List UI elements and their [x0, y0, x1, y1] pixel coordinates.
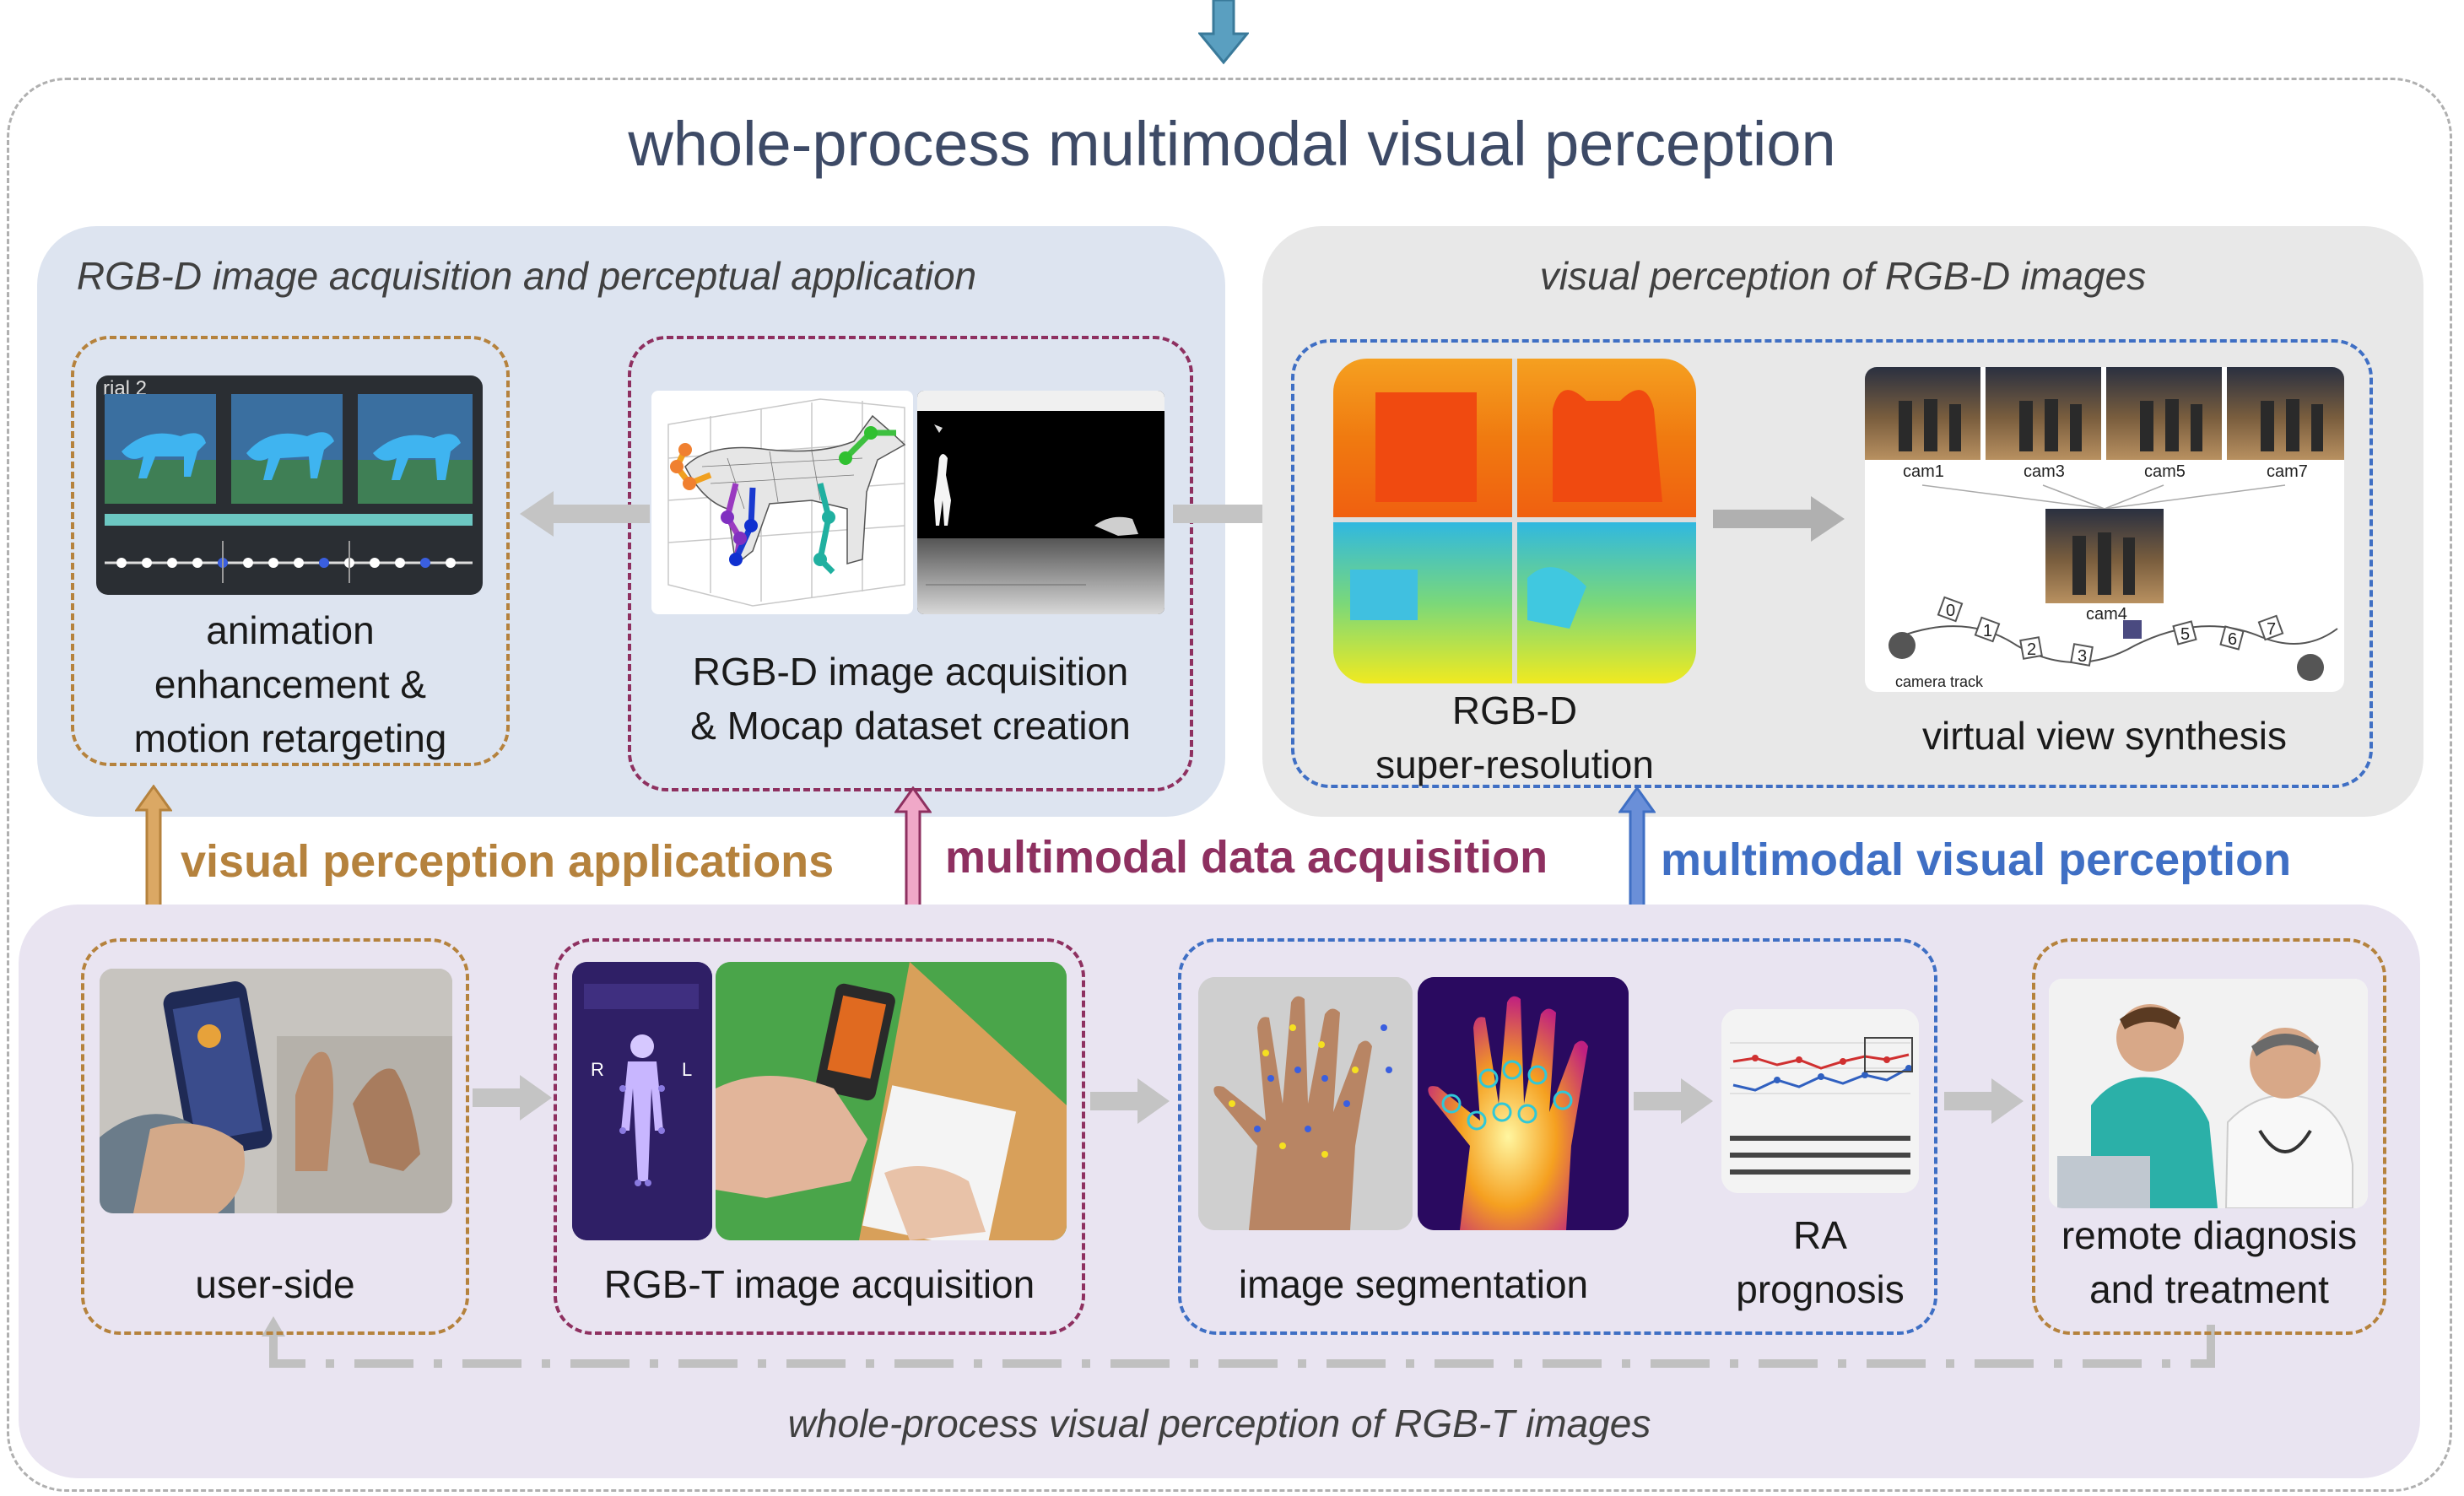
diagnosis-label: remote diagnosis and treatment: [2061, 1213, 2358, 1311]
prognosis-chart-image: [1721, 1009, 1919, 1193]
rgbd-perception-panel-title: visual perception of RGB-D images: [1539, 254, 2147, 298]
user-side-image: [100, 969, 452, 1213]
arrow-to-diagnosis-icon: [1944, 1078, 2024, 1124]
cam1-label: cam1: [1903, 462, 1944, 481]
acquisition-label: RGB-D image acquisition & Mocap dataset …: [690, 650, 1131, 748]
applications-label: visual perception applications: [181, 836, 835, 887]
doctors-image: [2049, 979, 2368, 1208]
rgbt-phone-app-image: R L: [572, 962, 712, 1240]
arrow-to-rgbt-icon: [473, 1075, 552, 1121]
track-num-5: 5: [2180, 625, 2191, 644]
superres-label: RGB-D super-resolution: [1375, 689, 1654, 786]
superres-images: [1333, 359, 1696, 683]
track-num-1: 1: [1983, 622, 1993, 640]
rgbt-acquisition-label: RGB-T image acquisition: [603, 1262, 1035, 1306]
arrow-right-superres-icon: [1713, 496, 1845, 542]
phone-right-letter: R: [591, 1059, 604, 1080]
perception-connector-label: multimodal visual perception: [1661, 834, 2292, 885]
camera-track-label: camera track: [1895, 673, 1984, 690]
track-num-2: 2: [2027, 640, 2037, 659]
user-side-label: user-side: [195, 1262, 355, 1306]
outer-frame: [7, 78, 2452, 1492]
rgbt-acquisition-box: [554, 938, 1085, 1335]
segmentation-label: image segmentation: [1238, 1262, 1589, 1306]
acquisition-connector-label: multimodal data acquisition: [945, 832, 1548, 883]
rgbt-panel-title: whole-process visual perception of RGB-T…: [787, 1401, 1651, 1445]
rgb-hand-image: [1198, 977, 1413, 1230]
cam5-label: cam5: [2144, 462, 2186, 481]
depth-image: [917, 391, 1164, 614]
page-title: whole-process multimodal visual percepti…: [628, 109, 1836, 179]
segmentation-box: [1178, 938, 1937, 1335]
rgbd-perception-box: [1291, 339, 2373, 788]
thermal-hand-image: [1418, 977, 1629, 1230]
animation-label: animation enhancement & motion retargeti…: [133, 608, 447, 760]
track-num-6: 6: [2228, 630, 2238, 649]
user-side-box: [81, 938, 469, 1335]
view-synthesis-image: cam1 cam3 cam5 cam7 cam4 camera track 0 …: [1865, 367, 2344, 692]
track-num-0: 0: [1946, 602, 1956, 620]
diagnosis-box: [2032, 938, 2386, 1335]
rgbd-acquisition-panel-title: RGB-D image acquisition and perceptual a…: [76, 254, 977, 298]
cam4-label: cam4: [2086, 605, 2127, 624]
arrow-to-prognosis-icon: [1634, 1078, 1713, 1124]
track-num-7: 7: [2267, 620, 2277, 639]
phone-left-letter: L: [682, 1059, 693, 1080]
rgbt-capture-image: [716, 962, 1067, 1240]
cam7-label: cam7: [2267, 462, 2308, 481]
view-synthesis-label: virtual view synthesis: [1921, 714, 2288, 758]
mocap-dog-image: [651, 391, 913, 614]
animation-screenshot: rial 2: [96, 375, 483, 595]
track-num-3: 3: [2078, 647, 2088, 666]
prognosis-label: RA prognosis: [1736, 1213, 1905, 1311]
incoming-arrow-icon: [1198, 0, 1249, 65]
cam3-label: cam3: [2024, 462, 2065, 481]
animation-box: [71, 336, 510, 766]
arrow-left-icon: [520, 491, 650, 537]
arrow-to-segmentation-icon: [1090, 1078, 1170, 1124]
